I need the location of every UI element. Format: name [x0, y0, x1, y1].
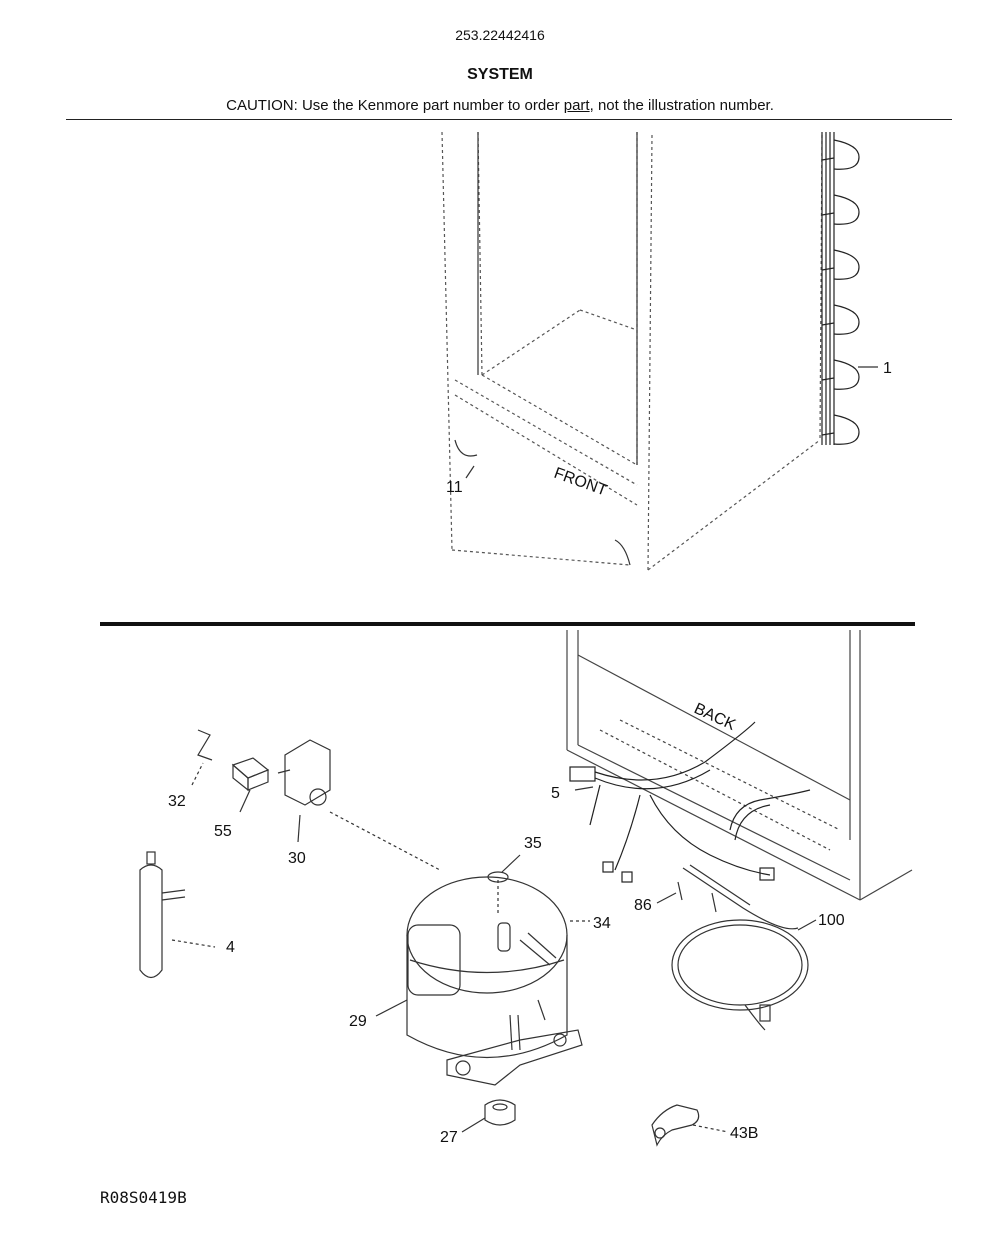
leader-line-29 — [375, 999, 408, 1017]
cabinet-edges — [454, 132, 638, 566]
callout-11: 11 — [446, 479, 463, 496]
drier-part — [139, 851, 186, 979]
screw-part — [677, 881, 717, 913]
leader-line-4 — [171, 939, 216, 948]
overload-assembly-line — [329, 811, 441, 871]
callout-43b: 43B — [730, 1125, 758, 1142]
caution-underlined: part — [563, 97, 590, 114]
callout-5: 5 — [551, 785, 560, 802]
relay-part — [231, 757, 270, 792]
header-rule — [66, 119, 952, 120]
callout-1: 1 — [883, 360, 892, 377]
leader-line-32 — [191, 762, 204, 786]
caution-prefix: CAUTION: Use the Kenmore part number to … — [226, 97, 564, 114]
callout-32: 32 — [168, 793, 186, 810]
overload-part — [277, 739, 331, 806]
leader-line-27 — [461, 1117, 486, 1133]
clip-part — [197, 729, 213, 761]
callout-86: 86 — [634, 897, 652, 914]
drawing-code: R08S0419B — [100, 1188, 187, 1207]
power-cord-part — [671, 864, 809, 1031]
grommet-part — [484, 1099, 516, 1126]
leader-line-100 — [797, 919, 817, 931]
condenser-coil — [821, 132, 860, 445]
caution-note: CAUTION: Use the Kenmore part number to … — [0, 97, 1000, 114]
callout-29: 29 — [349, 1013, 367, 1030]
leader-line-43b — [692, 1124, 729, 1133]
caution-suffix: , not the illustration number. — [589, 97, 774, 114]
callout-30: 30 — [288, 850, 306, 867]
leader-line-30 — [297, 814, 301, 843]
callout-35: 35 — [524, 835, 542, 852]
clamp-part — [651, 1104, 700, 1147]
model-number: 253.22442416 — [455, 27, 545, 43]
cabinet-back-view — [566, 630, 913, 901]
leader-line-55 — [239, 789, 251, 813]
callout-100: 100 — [818, 912, 845, 929]
leader-line-5 — [574, 786, 594, 791]
callout-4: 4 — [226, 939, 235, 956]
leader-line-86 — [656, 892, 677, 904]
front-label: FRONT — [552, 465, 610, 500]
callout-55: 55 — [214, 823, 232, 840]
leader-line-35 — [501, 854, 521, 873]
leader-line-11 — [465, 465, 475, 479]
callout-34: 34 — [593, 915, 611, 932]
wire-harness — [569, 721, 811, 883]
cabinet-front-view — [441, 131, 823, 571]
section-divider — [100, 622, 915, 626]
compressor-part — [406, 871, 583, 1086]
section-title: SYSTEM — [467, 66, 533, 83]
back-label: BACK — [691, 700, 738, 734]
callout-27: 27 — [440, 1129, 458, 1146]
